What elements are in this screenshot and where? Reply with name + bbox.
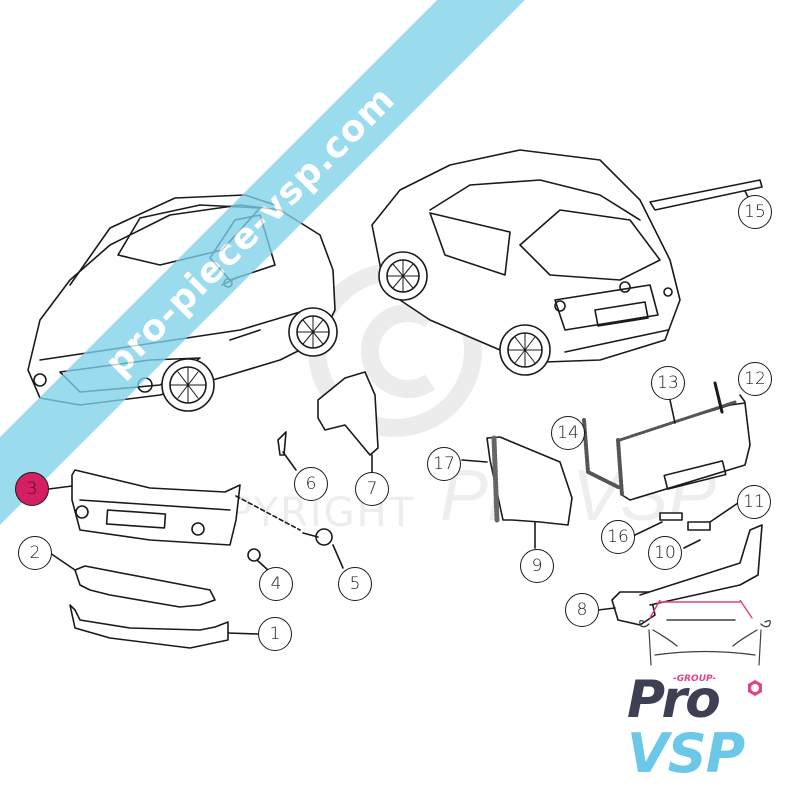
callout-4[interactable]: 4 [259, 567, 293, 601]
logo-vsp-text: VSP [627, 722, 745, 785]
callout-11[interactable]: 11 [737, 485, 771, 519]
logo-pro-text: Pro [627, 670, 721, 730]
rear-car-illustration [371, 149, 681, 376]
logo-group-text: -GROUP- [673, 674, 717, 684]
hex-nut-icon [748, 680, 762, 696]
callout-14[interactable]: 14 [551, 416, 585, 450]
car-front-logo-icon [639, 599, 771, 666]
callout-7[interactable]: 7 [355, 472, 389, 506]
callout-13[interactable]: 13 [651, 366, 685, 400]
callout-1[interactable]: 1 [258, 617, 292, 651]
callout-17[interactable]: 17 [427, 447, 461, 481]
provsp-logo: -GROUP- Pro VSP [615, 599, 795, 790]
callout-2[interactable]: 2 [18, 536, 52, 570]
callout-12[interactable]: 12 [738, 362, 772, 396]
callout-5[interactable]: 5 [338, 567, 372, 601]
callout-3-highlighted[interactable]: 3 [15, 472, 49, 506]
callout-6[interactable]: 6 [294, 467, 328, 501]
callout-10[interactable]: 10 [648, 536, 682, 570]
callout-16[interactable]: 16 [601, 520, 635, 554]
callout-8[interactable]: 8 [565, 593, 599, 627]
callout-15[interactable]: 15 [738, 195, 772, 229]
callout-9[interactable]: 9 [520, 549, 554, 583]
